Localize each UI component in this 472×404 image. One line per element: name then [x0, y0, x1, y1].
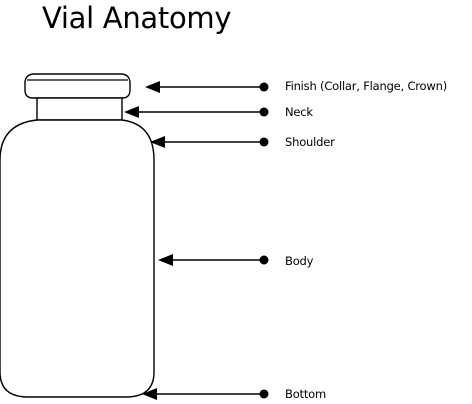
vial-neck: [36, 97, 123, 121]
shoulder-label: Shoulder: [285, 135, 335, 149]
vial-finish: [24, 73, 131, 99]
bottom-label: Bottom: [285, 387, 326, 401]
vial-body: [0, 119, 155, 398]
neck-arrow: [124, 106, 269, 118]
finish-label: Finish (Collar, Flange, Crown): [285, 79, 447, 93]
shoulder-arrow: [150, 136, 269, 148]
finish-arrow: [145, 81, 269, 93]
body-arrow: [158, 254, 269, 266]
body-label: Body: [285, 254, 314, 268]
bottom-arrow: [142, 388, 269, 400]
diagram-title: Vial Anatomy: [42, 1, 232, 35]
neck-label: Neck: [285, 105, 313, 119]
